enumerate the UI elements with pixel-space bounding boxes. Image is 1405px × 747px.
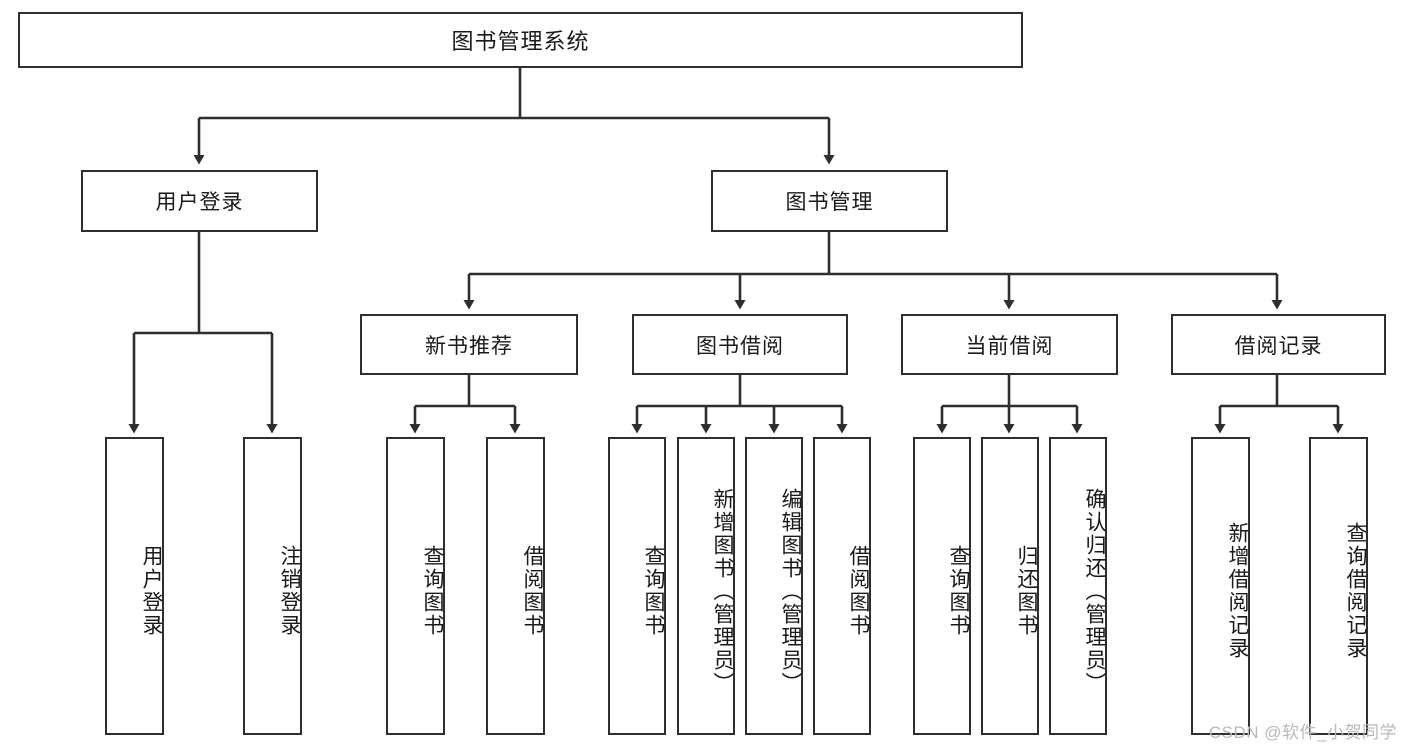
node-label: 用户登录: [140, 545, 163, 637]
node-label: 确认归还（管理员）: [1083, 487, 1106, 695]
node-book-management[interactable]: 图书管理: [711, 170, 948, 232]
leaf-user-login[interactable]: 用户登录: [105, 437, 164, 735]
leaf-borrow-book-recommend[interactable]: 借阅图书: [486, 437, 545, 735]
node-label: 借阅记录: [1234, 334, 1323, 358]
node-label: 新书推荐: [425, 334, 513, 358]
node-label: 图书管理系统: [451, 29, 590, 54]
leaf-query-book-borrow[interactable]: 查询图书: [608, 437, 666, 735]
node-label: 查询图书: [642, 545, 665, 637]
node-label: 借阅图书: [521, 545, 544, 637]
leaf-query-borrow-record[interactable]: 查询借阅记录: [1309, 437, 1368, 735]
node-label: 图书借阅: [696, 334, 784, 358]
node-label: 当前借阅: [965, 334, 1054, 358]
node-label: 归还图书: [1015, 545, 1038, 637]
node-label: 查询图书: [947, 545, 970, 637]
node-borrow-record[interactable]: 借阅记录: [1171, 314, 1386, 375]
node-label: 查询借阅记录: [1344, 522, 1367, 660]
node-label: 编辑图书（管理员）: [779, 487, 802, 695]
leaf-edit-book-admin[interactable]: 编辑图书（管理员）: [745, 437, 803, 735]
leaf-query-book-current[interactable]: 查询图书: [913, 437, 971, 735]
node-label: 图书管理: [785, 191, 874, 214]
leaf-add-book-admin[interactable]: 新增图书（管理员）: [677, 437, 735, 735]
node-label: 借阅图书: [847, 545, 870, 637]
leaf-borrow-book[interactable]: 借阅图书: [813, 437, 871, 735]
node-current-borrow[interactable]: 当前借阅: [901, 314, 1118, 375]
node-label: 新增借阅记录: [1226, 522, 1249, 660]
node-label: 注销登录: [278, 545, 301, 637]
leaf-query-book-recommend[interactable]: 查询图书: [386, 437, 445, 735]
leaf-confirm-return-admin[interactable]: 确认归还（管理员）: [1049, 437, 1107, 735]
leaf-add-borrow-record[interactable]: 新增借阅记录: [1191, 437, 1250, 735]
node-new-book-recommend[interactable]: 新书推荐: [360, 314, 578, 375]
node-label: 查询图书: [421, 545, 444, 637]
watermark: CSDN @软件_小贺同学: [1208, 723, 1397, 742]
node-user-login[interactable]: 用户登录: [81, 170, 318, 232]
node-root-book-management-system[interactable]: 图书管理系统: [18, 12, 1023, 68]
node-label: 新增图书（管理员）: [711, 487, 734, 695]
leaf-logout-login[interactable]: 注销登录: [243, 437, 302, 735]
node-label: 用户登录: [155, 191, 244, 214]
leaf-return-book[interactable]: 归还图书: [981, 437, 1039, 735]
node-book-borrow[interactable]: 图书借阅: [632, 314, 848, 375]
